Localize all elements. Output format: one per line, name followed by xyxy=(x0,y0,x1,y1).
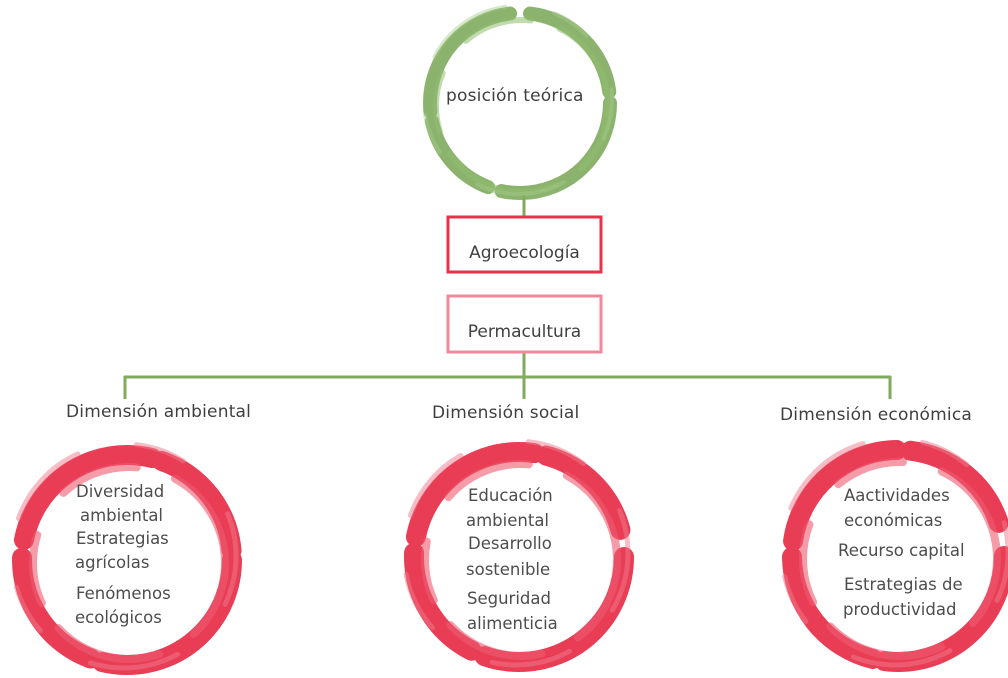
economica-item: Estrategias de xyxy=(844,575,963,594)
permacultura-box xyxy=(446,294,603,354)
social-item: Seguridad xyxy=(467,589,551,608)
ambiental-item: Fenómenos xyxy=(76,584,171,603)
root-brush-circle xyxy=(422,4,617,200)
agroecologia-box xyxy=(446,215,603,274)
social-item: sostenible xyxy=(466,560,551,579)
economica-item: Recurso capital xyxy=(838,541,965,560)
ambiental-item: ambiental xyxy=(80,506,164,525)
dimension-title-social: Dimensión social xyxy=(432,403,580,423)
ambiental-item: ecológicos xyxy=(75,608,162,627)
root-label: posición teórica xyxy=(446,86,584,106)
economica-brush-circle xyxy=(779,436,1008,672)
economica-item: económicas xyxy=(844,511,943,530)
social-item: Desarrollo xyxy=(468,534,552,553)
economica-item: productividad xyxy=(843,600,957,619)
social-brush-circle xyxy=(401,438,634,672)
social-item: Educación xyxy=(468,486,553,505)
ambiental-item: Diversidad xyxy=(76,482,165,501)
agroecologia-label: Agroecología xyxy=(469,243,580,263)
social-item: ambiental xyxy=(466,511,550,530)
dimension-title-economica: Dimensión económica xyxy=(780,405,972,425)
permacultura-label: Permacultura xyxy=(467,322,582,342)
ambiental-item: Estrategias xyxy=(76,529,169,548)
social-item: alimenticia xyxy=(467,614,558,633)
ambiental-brush-circle xyxy=(9,441,242,675)
dimension-title-ambiental: Dimensión ambiental xyxy=(66,402,252,422)
ambiental-item: agrícolas xyxy=(75,553,150,572)
economica-item: Aactividades xyxy=(844,486,950,505)
